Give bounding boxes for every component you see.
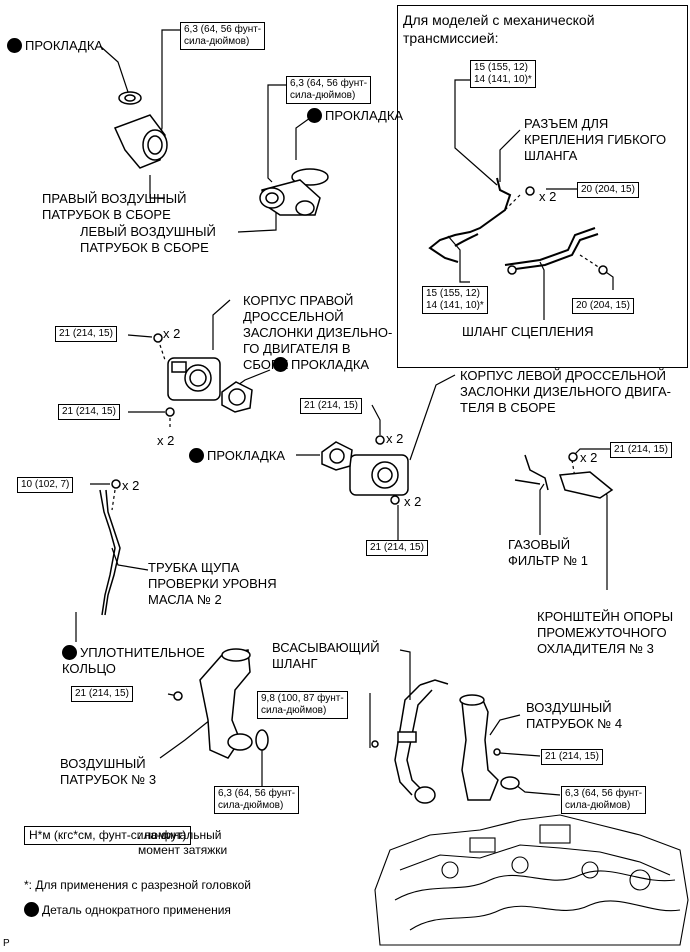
leader-right-duct <box>149 175 165 199</box>
torque-spec-13: 21 (214, 15) <box>71 686 133 702</box>
quantity-mark: x 2 <box>157 433 175 448</box>
torque-spec-10: 21 (214, 15) <box>366 540 428 556</box>
single-use-icon <box>307 108 322 123</box>
gasket-left-throttle <box>321 441 353 471</box>
leader-gasket-1 <box>99 45 129 93</box>
label-right-air-duct: ПРАВЫЙ ВОЗДУШНЫЙ ПАТРУБОК В СБОРЕ <box>42 191 187 222</box>
label-gasket-3: ПРОКЛАДКА <box>273 357 369 373</box>
torque-spec-15: 21 (214, 15) <box>541 749 603 765</box>
label-gasket-4: ПРОКЛАДКА <box>189 448 285 464</box>
label-dipstick-tube: ТРУБКА ЩУПА ПРОВЕРКИ УРОВНЯ МАСЛА № 2 <box>148 560 277 607</box>
leader-connector <box>499 129 521 182</box>
intake-hose <box>371 679 449 804</box>
inset-title: Для моделей с механической трансмиссией: <box>403 12 595 46</box>
label-left-air-duct: ЛЕВЫЙ ВОЗДУШНЫЙ ПАТРУБОК В СБОРЕ <box>80 224 216 255</box>
torque-spec-17: 6,3 (64, 56 фунт- сила-дюймов) <box>561 786 647 814</box>
torque-spec-7: 21 (214, 15) <box>55 326 117 342</box>
leader-bracket <box>599 487 608 590</box>
gas-filter-1 <box>514 454 549 491</box>
leader-torque-1 <box>157 29 180 143</box>
leader-torque-17 <box>515 784 561 796</box>
torque-spec-12: 10 (102, 7) <box>17 477 74 493</box>
dash-6 <box>579 254 601 269</box>
legend-asterisk-note: *: Для применения с разрезной головкой <box>24 878 252 892</box>
leader-gas-filter <box>539 483 545 535</box>
quantity-mark: x 2 <box>539 189 557 204</box>
legend-single-use: Деталь однократного применения <box>24 902 231 918</box>
label-gasket-2: ПРОКЛАДКА <box>307 108 403 124</box>
dipstick-tube <box>99 479 121 616</box>
leader-duct4 <box>489 714 521 736</box>
inset-fitting <box>507 265 517 275</box>
leader-left-duct <box>237 211 285 233</box>
legend-unit-box: Н*м (кгс*см, фунт-сила-фут) <box>24 826 192 845</box>
torque-spec-6: 20 (204, 15) <box>572 298 634 314</box>
leader-intake-hose <box>399 649 411 700</box>
gasket-right-throttle <box>221 381 253 413</box>
leader-left-throttle <box>409 374 456 461</box>
leader-torque-9 <box>371 404 381 435</box>
torque-spec-2: 6,3 (64, 56 фунт- сила-дюймов) <box>286 76 372 104</box>
leader-right-throttle <box>212 299 231 350</box>
engine-illustration <box>374 814 689 946</box>
right-throttle-body <box>153 333 221 417</box>
quantity-mark: x 2 <box>163 326 181 341</box>
label-right-throttle-body: КОРПУС ПРАВОЙ ДРОССЕЛЬНОЙ ЗАСЛОНКИ ДИЗЕЛ… <box>243 293 393 372</box>
torque-spec-8: 21 (214, 15) <box>58 404 120 420</box>
air-duct-4 <box>459 694 520 801</box>
leader-torque-15 <box>499 752 541 757</box>
left-air-duct <box>259 168 329 216</box>
leader-gasket-2 <box>295 117 311 160</box>
label-left-throttle-body: КОРПУС ЛЕВОЙ ДРОССЕЛЬНОЙ ЗАСЛОНКИ ДИЗЕЛЬ… <box>460 368 672 415</box>
torque-spec-1: 6,3 (64, 56 фунт- сила-дюймов) <box>180 22 266 50</box>
manual-transmission-inset <box>397 5 688 368</box>
label-connector: РАЗЪЕМ ДЛЯ КРЕПЛЕНИЯ ГИБКОГО ШЛАНГА <box>524 116 667 163</box>
label-oring: УПЛОТНИТЕЛЬНОЕ КОЛЬЦО <box>62 645 205 676</box>
inset-bolt-1 <box>525 186 535 196</box>
leader-inset-torque-1 <box>454 79 498 186</box>
clutch-pipe <box>428 177 599 271</box>
label-clutch-hose: ШЛАНГ СЦЕПЛЕНИЯ <box>462 324 594 339</box>
label-air-duct-3: ВОЗДУШНЫЙ ПАТРУБОК № 3 <box>60 756 157 787</box>
quantity-mark: x 2 <box>404 494 422 509</box>
leader-duct3 <box>159 719 211 759</box>
torque-spec-5: 15 (155, 12) 14 (141, 10)* <box>422 286 488 314</box>
corner-mark: P <box>3 938 10 949</box>
label-intercooler-bracket: КРОНШТЕЙН ОПОРЫ ПРОМЕЖУТОЧНОГО ОХЛАДИТЕЛ… <box>537 609 674 656</box>
leader-torque-2 <box>267 84 286 183</box>
dash-3 <box>111 489 116 511</box>
single-use-icon <box>273 357 288 372</box>
intercooler-bracket <box>558 452 614 499</box>
dash-1 <box>159 344 166 361</box>
torque-spec-14: 9,8 (100, 87 фунт- сила-дюймов) <box>257 691 348 719</box>
torque-spec-9: 21 (214, 15) <box>300 398 362 414</box>
quantity-mark: x 2 <box>386 431 404 446</box>
label-gasket-1: ПРОКЛАДКА <box>7 38 103 54</box>
left-throttle-body <box>349 435 409 505</box>
torque-spec-16: 6,3 (64, 56 фунт- сила-дюймов) <box>214 786 300 814</box>
label-air-duct-4: ВОЗДУШНЫЙ ПАТРУБОК № 4 <box>526 700 623 731</box>
leader-inset-torque-3 <box>447 235 470 283</box>
quantity-mark: x 2 <box>122 478 140 493</box>
single-use-icon <box>189 448 204 463</box>
air-duct-3 <box>173 648 269 759</box>
single-use-icon <box>24 902 39 917</box>
single-use-icon <box>62 645 77 660</box>
single-use-icon <box>7 38 22 53</box>
quantity-mark: x 2 <box>580 450 598 465</box>
leader-torque-7 <box>127 334 153 338</box>
label-gas-filter: ГАЗОВЫЙ ФИЛЬТР № 1 <box>508 537 588 568</box>
torque-spec-3: 15 (155, 12) 14 (141, 10)* <box>470 60 536 88</box>
torque-spec-11: 21 (214, 15) <box>610 442 672 458</box>
label-intake-hose: ВСАСЫВАЮЩИЙ ШЛАНГ <box>272 640 380 671</box>
legend-unit-description: : номинальный момент затяжки <box>138 828 228 857</box>
right-air-duct <box>113 91 168 169</box>
inset-bolt-2 <box>598 265 608 275</box>
torque-spec-4: 20 (204, 15) <box>577 182 639 198</box>
